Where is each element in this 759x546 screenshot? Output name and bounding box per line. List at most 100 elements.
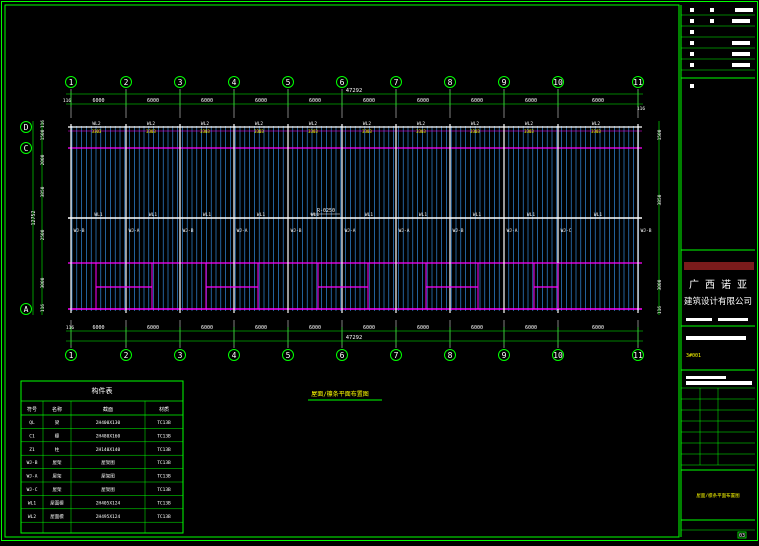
table-cell: WJ-C bbox=[27, 487, 38, 493]
span-dim-bottom: 6000 bbox=[147, 325, 159, 331]
truss-label: WJ-A bbox=[129, 228, 140, 234]
column-label-bottom: 2 bbox=[124, 351, 129, 360]
truss-label: WJ-A bbox=[345, 228, 356, 234]
purlin-label-mid: WL1 bbox=[527, 212, 535, 218]
title-block-mark bbox=[732, 19, 750, 23]
truss-label: WJ-B bbox=[641, 228, 652, 234]
truss-label: WJ-C bbox=[561, 228, 572, 234]
column-bubble-bottom bbox=[120, 349, 132, 361]
purlin-label-mid: WL1 bbox=[311, 212, 319, 218]
purlin-sub-top: 3303 bbox=[470, 129, 480, 134]
table-cell: 屋面檩 bbox=[50, 513, 64, 520]
purlin-label-top: WL2 bbox=[255, 121, 263, 127]
edge-dim-top-right: 116 bbox=[637, 106, 645, 112]
column-bubble-top bbox=[174, 76, 186, 88]
purlin-label-top: WL2 bbox=[592, 121, 600, 127]
row-bubble bbox=[20, 142, 32, 154]
edge-dim-bottom-left: 116 bbox=[66, 325, 74, 331]
span-dim-top: 6000 bbox=[471, 98, 483, 104]
truss-label: WJ-A bbox=[507, 228, 518, 234]
left-dim-value: 2500 bbox=[40, 229, 46, 240]
purlin-label-mid: WL1 bbox=[94, 212, 102, 218]
span-dim-bottom: 6000 bbox=[92, 325, 104, 331]
table-cell: C1 bbox=[29, 433, 35, 439]
column-bubble-bottom bbox=[444, 349, 456, 361]
overall-dim-bottom: 47292 bbox=[346, 335, 363, 341]
title-block-mark bbox=[732, 52, 750, 56]
title-block-mark bbox=[690, 63, 694, 67]
left-dim-value: 2000 bbox=[40, 154, 46, 165]
column-label-top: 5 bbox=[286, 78, 291, 87]
purlin-sub-top: 3303 bbox=[92, 129, 102, 134]
span-dim-top: 6000 bbox=[201, 98, 213, 104]
overall-dim-top: 47292 bbox=[346, 88, 363, 94]
table-cell: 2H480X160 bbox=[96, 433, 121, 439]
table-cell: 2H400X130 bbox=[96, 420, 121, 426]
span-dim-bottom: 6000 bbox=[592, 325, 604, 331]
table-cell: TC13B bbox=[157, 487, 171, 493]
title-block-drawing-name: 屋面/檩条平面布置图 bbox=[696, 492, 740, 499]
table-cell: 屋架 bbox=[53, 460, 62, 466]
column-bubble-top bbox=[65, 76, 77, 88]
table-cell: 梁 bbox=[55, 419, 60, 426]
table-cell: 2H405X124 bbox=[96, 500, 121, 506]
material-table-title: 构件表 bbox=[92, 386, 113, 395]
purlin-sub-top: 3303 bbox=[254, 129, 264, 134]
title-block-mark bbox=[690, 8, 694, 12]
purlin-label-mid: WL1 bbox=[149, 212, 157, 218]
column-bubble-top bbox=[390, 76, 402, 88]
column-bubble-top bbox=[444, 76, 456, 88]
column-bubble-bottom bbox=[632, 349, 644, 361]
column-bubble-top bbox=[336, 76, 348, 88]
drawing-title: 屋面/檩条平面布置图 bbox=[311, 390, 369, 398]
title-block-mark bbox=[710, 8, 714, 12]
table-cell: 2H495X124 bbox=[96, 514, 121, 520]
table-cell: 屋架图 bbox=[101, 487, 115, 493]
column-label-top: 8 bbox=[448, 78, 453, 87]
purlin-sub-top: 3303 bbox=[416, 129, 426, 134]
column-bubble-bottom bbox=[282, 349, 294, 361]
span-dim-bottom: 6000 bbox=[417, 325, 429, 331]
span-dim-top: 6000 bbox=[309, 98, 321, 104]
title-block-mark bbox=[718, 318, 748, 321]
purlin-sub-top: 3303 bbox=[146, 129, 156, 134]
span-dim-bottom: 6000 bbox=[309, 325, 321, 331]
purlin-label-top: WL2 bbox=[201, 121, 209, 127]
column-bubble-top bbox=[120, 76, 132, 88]
table-cell: Z1 bbox=[29, 447, 35, 453]
title-block-mark bbox=[690, 41, 694, 45]
column-label-bottom: 11 bbox=[633, 351, 643, 360]
material-table-frame bbox=[20, 380, 184, 534]
left-dim-value: 1500 bbox=[40, 129, 46, 140]
purlin-sub-top: 3303 bbox=[308, 129, 318, 134]
title-block-mark bbox=[732, 41, 750, 45]
purlin-label-top: WL2 bbox=[525, 121, 533, 127]
column-label-top: 3 bbox=[178, 78, 183, 87]
column-bubble-bottom bbox=[65, 349, 77, 361]
table-cell: WJ-A bbox=[27, 474, 38, 480]
span-dim-top: 6000 bbox=[417, 98, 429, 104]
right-dim-value: 1500 bbox=[657, 129, 663, 140]
purlin-sub-top: 3303 bbox=[524, 129, 534, 134]
purlin-label-mid: WL1 bbox=[365, 212, 373, 218]
truss-label: WJ-A bbox=[237, 228, 248, 234]
table-cell: 屋架 bbox=[53, 487, 62, 493]
title-block-mark bbox=[732, 63, 750, 67]
purlin-label-top: WL2 bbox=[147, 121, 155, 127]
column-bubble-bottom bbox=[390, 349, 402, 361]
company-name-line1: 广 西 诺 亚 bbox=[689, 279, 747, 291]
truss-label: WJ-B bbox=[74, 228, 85, 234]
column-label-top: 9 bbox=[502, 78, 507, 87]
purlin-label-mid: WL1 bbox=[594, 212, 602, 218]
table-cell: 屋架图 bbox=[101, 474, 115, 480]
purlin-label-mid: WL1 bbox=[473, 212, 481, 218]
left-dim-value: 3850 bbox=[40, 186, 46, 197]
purlin-sub-top: 3303 bbox=[200, 129, 210, 134]
sheet-box bbox=[737, 531, 747, 539]
column-label-bottom: 10 bbox=[553, 351, 563, 360]
column-label-bottom: 8 bbox=[448, 351, 453, 360]
table-cell: WL1 bbox=[28, 500, 36, 506]
table-cell: WL2 bbox=[28, 514, 36, 520]
row-bubble bbox=[20, 303, 32, 315]
